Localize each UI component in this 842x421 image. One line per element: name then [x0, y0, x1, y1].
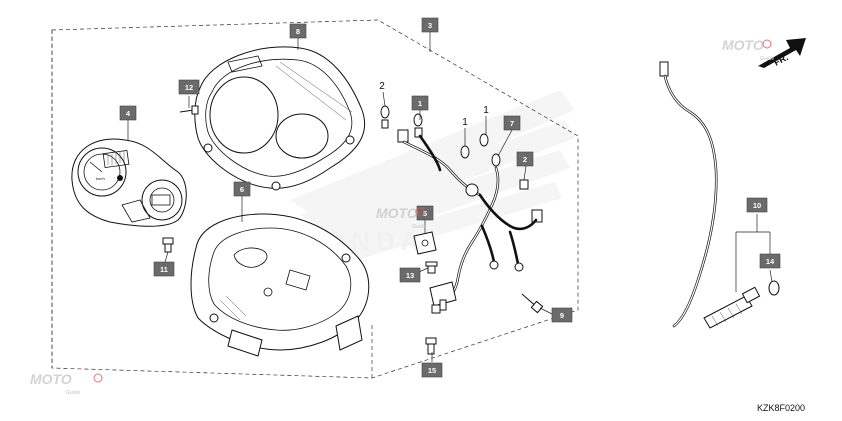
- svg-text:Guide: Guide: [412, 224, 426, 230]
- leader-lines: [127, 32, 773, 362]
- callout-1: 1: [411, 95, 429, 111]
- svg-text:6: 6: [240, 185, 244, 194]
- callout-11: 11: [153, 261, 175, 277]
- svg-text:12: 12: [185, 83, 193, 92]
- svg-text:7: 7: [510, 119, 514, 128]
- callout-7: 7: [503, 115, 521, 131]
- svg-text:km/h: km/h: [96, 176, 105, 181]
- plain-ref-2: 2: [379, 81, 385, 92]
- upper-meter-case-part: [194, 46, 366, 191]
- meter-face-part: km/h: [71, 138, 187, 227]
- svg-text:1: 1: [418, 99, 422, 108]
- assembly-boundary: [51, 19, 579, 379]
- svg-text:Guide: Guide: [66, 390, 80, 396]
- front-direction-arrow-icon: FR.: [758, 38, 806, 68]
- clamp-5-part: [413, 231, 437, 255]
- screw-13-part: [425, 261, 438, 274]
- svg-text:3: 3: [428, 21, 432, 30]
- callout-8: 8: [289, 23, 307, 39]
- wire-harness-part: [402, 134, 538, 314]
- screw-12-part: [179, 105, 199, 115]
- callout-3: 3: [421, 17, 439, 33]
- svg-text:9: 9: [560, 311, 564, 320]
- svg-text:MOTO: MOTO: [376, 205, 418, 221]
- svg-text:5: 5: [423, 209, 427, 218]
- svg-text:11: 11: [160, 265, 168, 274]
- bulb-socket-parts: [380, 105, 543, 223]
- callout-15: 15: [421, 362, 443, 378]
- plain-ref-1b: 1: [483, 105, 489, 116]
- svg-text:15: 15: [428, 366, 436, 375]
- plain-ref-1a: 1: [462, 117, 468, 128]
- drawing-code: KZK8F0200: [757, 403, 805, 413]
- svg-text:13: 13: [406, 271, 414, 280]
- svg-text:Guide: Guide: [760, 56, 774, 62]
- callout-2: 2: [516, 151, 534, 167]
- moto-guide-watermark-center: MOTO Guide: [376, 205, 426, 230]
- svg-text:8: 8: [296, 27, 300, 36]
- svg-text:MOTO: MOTO: [722, 37, 764, 53]
- callout-9: 9: [551, 307, 573, 323]
- screw-11-part: [162, 237, 174, 253]
- moto-guide-watermark-top: MOTO Guide: [722, 37, 774, 62]
- callout-10: 10: [746, 197, 768, 213]
- screw-9-part: [521, 293, 544, 314]
- callout-12: 12: [178, 79, 200, 95]
- callout-6: 6: [233, 181, 251, 197]
- callout-4: 4: [119, 105, 137, 121]
- callout-5: 5: [416, 205, 434, 221]
- svg-text:2: 2: [523, 155, 527, 164]
- svg-text:4: 4: [126, 109, 131, 118]
- screw-15-part: [425, 337, 437, 355]
- svg-text:MOTO: MOTO: [30, 371, 72, 387]
- svg-text:10: 10: [753, 201, 761, 210]
- moto-guide-watermark-bottom: MOTO Guide: [30, 371, 103, 396]
- svg-text:14: 14: [766, 257, 775, 266]
- lower-meter-case-part: [190, 213, 370, 357]
- callout-14: 14: [759, 253, 781, 269]
- callout-13: 13: [399, 267, 421, 283]
- speedometer-cable-part: [659, 61, 780, 329]
